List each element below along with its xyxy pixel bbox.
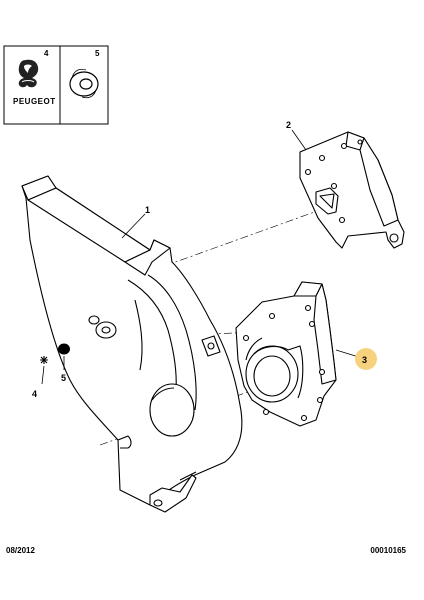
peugeot-lion-logo: [18, 59, 39, 88]
peugeot-brand-label: PEUGEOT: [13, 97, 56, 106]
inset-box: 4 5 PEUGEOT: [3, 45, 109, 125]
lower-bracket-part: [235, 281, 337, 427]
callout-highlight-3: [355, 348, 377, 370]
callout-part-2: 2: [286, 120, 291, 130]
callout-labels: 1 2 3 5 4: [32, 120, 377, 399]
inset-number-left: 4: [44, 49, 49, 58]
washer-part: [58, 343, 70, 355]
upper-bracket-part: [299, 131, 405, 249]
callout-part-5: 5: [61, 373, 66, 383]
timing-cover-part: [21, 175, 243, 513]
date-code: 08/2012: [6, 546, 35, 555]
callout-part-4: 4: [32, 389, 37, 399]
diagram-reference-code: 00010165: [370, 546, 406, 555]
screw-part: [40, 356, 48, 364]
callout-part-1: 1: [145, 205, 150, 215]
callout-part-3: 3: [362, 355, 367, 365]
washer-icon: [69, 68, 99, 99]
inset-number-right: 5: [95, 49, 100, 58]
